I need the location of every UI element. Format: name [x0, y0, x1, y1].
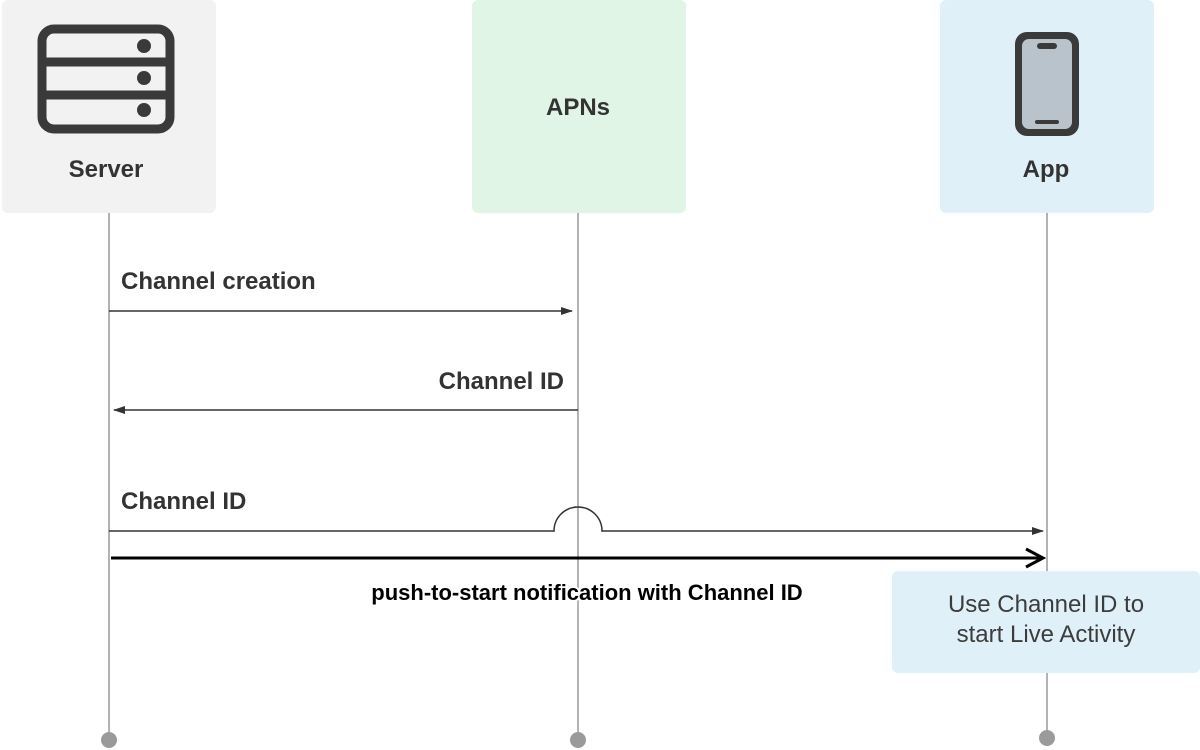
app-note-box: [892, 571, 1200, 673]
iphone-icon: [1015, 32, 1079, 136]
server-participant-box: [2, 0, 216, 213]
apns-participant-box: [472, 0, 686, 213]
channel-id-to-app-label: Channel ID: [121, 488, 246, 515]
channel-creation-label: Channel creation: [121, 268, 316, 295]
app-label: App: [1023, 156, 1070, 183]
app-note-line2: start Live Activity: [957, 621, 1136, 648]
server-lifeline-end: [101, 732, 117, 748]
channel-id-to-app-arrow: [109, 506, 1044, 535]
push-to-start-arrowhead: [1025, 547, 1047, 569]
app-lifeline-end: [1039, 730, 1055, 746]
server-rack-icon: [37, 24, 175, 134]
channel-id-return-label: Channel ID: [439, 368, 564, 395]
server-label: Server: [69, 156, 144, 183]
apns-lifeline-end: [570, 732, 586, 748]
push-to-start-label: push-to-start notification with Channel …: [371, 580, 802, 605]
app-note-line1: Use Channel ID to: [948, 591, 1144, 618]
apns-label: APNs: [546, 94, 610, 121]
